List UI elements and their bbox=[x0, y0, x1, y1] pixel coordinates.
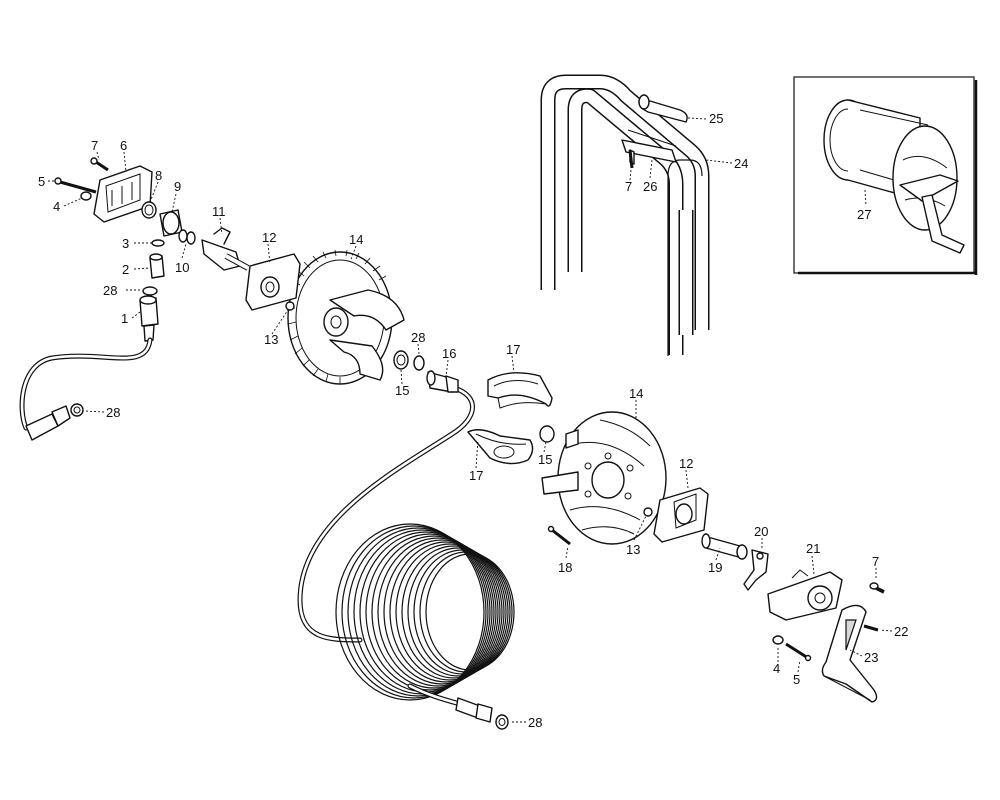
label-18: 18 bbox=[558, 560, 572, 575]
part-labels: 5 4 7 6 8 9 11 3 10 2 28 1 12 14 13 28 1… bbox=[38, 111, 908, 730]
label-28: 28 bbox=[103, 283, 117, 298]
label-23: 23 bbox=[864, 650, 878, 665]
label-13: 13 bbox=[264, 332, 278, 347]
screw-7-top bbox=[628, 149, 634, 169]
leader-lines bbox=[48, 117, 893, 723]
label-28-left: 28 bbox=[106, 405, 120, 420]
label-22: 22 bbox=[894, 624, 908, 639]
inset-assembled-reel bbox=[793, 76, 978, 275]
screw-22 bbox=[863, 624, 879, 632]
label-17-upper: 17 bbox=[506, 342, 520, 357]
label-4: 4 bbox=[53, 199, 60, 214]
label-6: 6 bbox=[120, 138, 127, 153]
label-7: 7 bbox=[91, 138, 98, 153]
label-7-right: 7 bbox=[872, 554, 879, 569]
shaft-19 bbox=[701, 533, 748, 560]
ratchet-bracket-21 bbox=[767, 569, 843, 621]
pawl-20 bbox=[743, 549, 769, 591]
label-19: 19 bbox=[708, 560, 722, 575]
fasteners-right bbox=[772, 635, 812, 662]
screw-18 bbox=[547, 525, 571, 546]
label-10: 10 bbox=[175, 260, 189, 275]
label-4-right: 4 bbox=[773, 661, 780, 676]
label-17-lower: 17 bbox=[469, 468, 483, 483]
label-12: 12 bbox=[262, 230, 276, 245]
label-9: 9 bbox=[174, 179, 181, 194]
rings-mid bbox=[393, 350, 425, 371]
reel-disc-left bbox=[287, 249, 405, 385]
label-5-right: 5 bbox=[793, 672, 800, 687]
bearing-bracket-right bbox=[643, 487, 709, 543]
label-27: 27 bbox=[857, 207, 871, 222]
ring-15 bbox=[539, 425, 555, 443]
label-14: 14 bbox=[349, 232, 363, 247]
reel-hose bbox=[297, 370, 475, 643]
label-3: 3 bbox=[122, 236, 129, 251]
label-20: 20 bbox=[754, 524, 768, 539]
hose-end-fitting bbox=[407, 683, 509, 730]
label-16: 16 bbox=[442, 346, 456, 361]
label-28-bottom: 28 bbox=[528, 715, 542, 730]
drum-half-lower bbox=[467, 429, 534, 465]
label-8: 8 bbox=[155, 168, 162, 183]
label-28-mid: 28 bbox=[411, 330, 425, 345]
label-7-top: 7 bbox=[625, 179, 632, 194]
label-25: 25 bbox=[709, 111, 723, 126]
screw-7-right bbox=[869, 582, 885, 594]
left-fittings bbox=[54, 157, 250, 342]
label-14-right: 14 bbox=[629, 386, 643, 401]
hose-coil bbox=[335, 523, 515, 701]
bearing-bracket-left bbox=[245, 253, 301, 311]
label-1: 1 bbox=[121, 311, 128, 326]
label-5: 5 bbox=[38, 174, 45, 189]
label-2: 2 bbox=[122, 262, 129, 277]
drum-half-upper bbox=[487, 372, 553, 409]
supply-hose bbox=[19, 337, 153, 441]
frame-handle bbox=[540, 74, 710, 356]
label-15: 15 bbox=[395, 383, 409, 398]
crank-handle-23 bbox=[821, 604, 878, 703]
label-26: 26 bbox=[643, 179, 657, 194]
label-11: 11 bbox=[212, 204, 226, 219]
label-21: 21 bbox=[806, 541, 820, 556]
label-15-right: 15 bbox=[538, 452, 552, 467]
label-12-right: 12 bbox=[679, 456, 693, 471]
label-13-right: 13 bbox=[626, 542, 640, 557]
reel-disc-right bbox=[541, 411, 667, 545]
grip-part-25 bbox=[638, 94, 688, 123]
label-24: 24 bbox=[734, 156, 748, 171]
